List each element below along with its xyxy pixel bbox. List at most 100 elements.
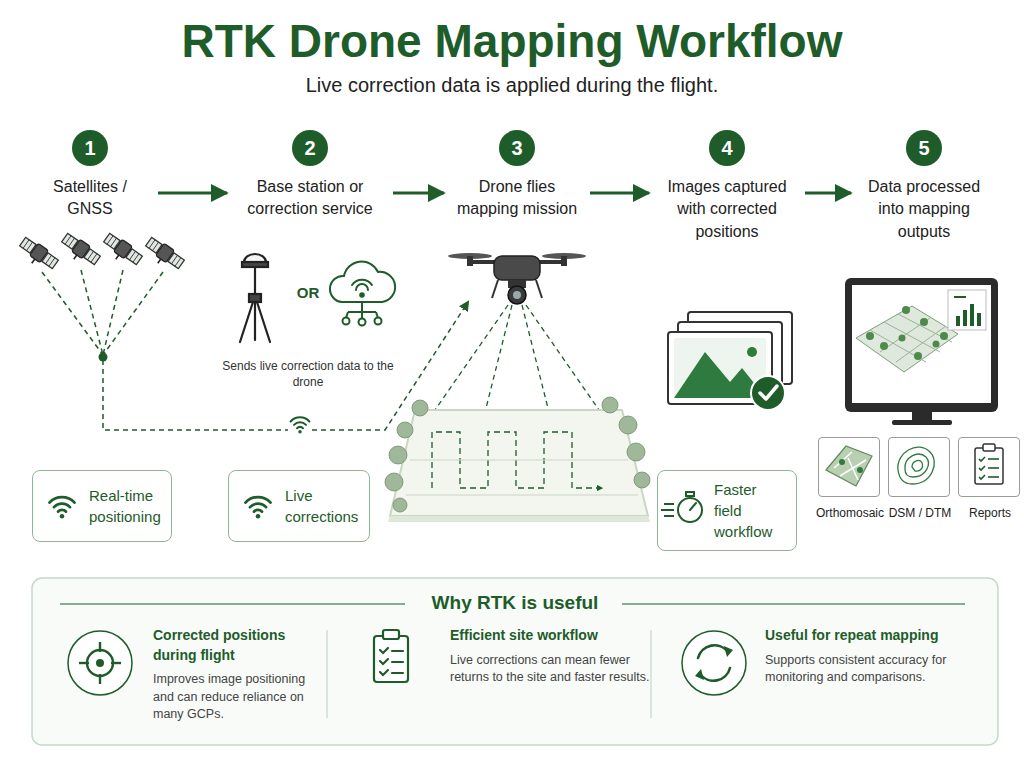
survey-field-part <box>390 410 648 516</box>
pill-icons-part <box>49 497 74 518</box>
base-station-tripod-part <box>240 302 253 342</box>
drone-part <box>492 280 498 298</box>
benefits-panel-part <box>650 630 651 718</box>
monitor-part <box>892 420 952 425</box>
signal-lines-part <box>81 270 103 355</box>
benefits-panel-part <box>79 642 121 684</box>
drone-part <box>513 291 521 299</box>
signal-lines-part <box>103 302 468 430</box>
benefits-panel-part <box>622 603 965 604</box>
benefit-body: Supports consistent accuracy for monitor… <box>765 652 980 687</box>
monitor-part-part <box>940 332 948 340</box>
panel-title: Why RTK is useful <box>32 592 998 614</box>
pill-icons-part <box>245 497 270 518</box>
benefits-panel-part <box>724 646 733 657</box>
survey-field-part-part <box>627 443 645 461</box>
benefit-item: Efficient site workflowLive corrections … <box>450 626 665 687</box>
output-icons-part-part <box>988 467 999 469</box>
benefits-panel-part-part <box>392 650 403 652</box>
drone-part <box>467 256 473 266</box>
correction-cloud-part <box>376 312 378 318</box>
feature-pill: Real-time positioning <box>32 470 172 542</box>
monitor-part <box>956 304 981 326</box>
signal-lines-part <box>103 270 123 355</box>
output-label: Orthomosaic <box>797 506 903 520</box>
flow-arrow <box>393 192 444 195</box>
feature-pill: Faster field workflow <box>657 470 797 551</box>
monitor <box>845 278 998 425</box>
drone-survey-lines-part <box>428 305 508 420</box>
benefits-panel-part-part <box>698 645 728 658</box>
flow-arrow <box>158 192 227 195</box>
signal-lines-part <box>42 272 103 355</box>
captured-images <box>668 312 792 410</box>
drone-part <box>561 256 567 266</box>
diagram-title: RTK Drone Mapping Workflow <box>0 14 1024 68</box>
benefit-heading: Efficient site workflow <box>450 626 665 646</box>
survey-field-part <box>388 516 650 522</box>
benefit-heading: Useful for repeat mapping <box>765 626 980 646</box>
benefits-panel-part-part <box>380 648 388 675</box>
monitor-part-part <box>880 342 888 350</box>
survey-field-part-part <box>397 422 413 438</box>
base-station-tripod-part <box>244 254 266 262</box>
monitor-part-part <box>899 335 906 342</box>
base-station-tripod-part <box>249 294 261 302</box>
drone-part <box>536 280 542 298</box>
survey-field-part-part <box>389 446 407 464</box>
satellites-part <box>15 236 59 275</box>
correction-cloud-part <box>343 318 350 325</box>
signal-lines <box>42 270 468 430</box>
benefits-panel-part <box>68 631 132 695</box>
survey-field-part-part <box>634 472 650 488</box>
benefits-panel-part <box>374 636 408 682</box>
step-node: 1Satellites / GNSS <box>30 130 150 221</box>
output-icons-part-part <box>912 460 923 471</box>
output-icons-part <box>975 448 1003 484</box>
output-label: DSM / DTM <box>867 506 973 520</box>
benefits-panel-part <box>326 630 327 718</box>
step-number: 5 <box>906 130 942 166</box>
drone-survey-lines-part <box>526 305 606 420</box>
captured-images-part <box>747 347 757 357</box>
step-number: 1 <box>72 130 108 166</box>
benefits-panel-part-part <box>99 674 101 684</box>
pill-icons-part-part <box>661 509 674 511</box>
benefit-body: Improves image positioning and can reduc… <box>153 671 323 724</box>
output-icons-part <box>839 459 845 465</box>
output-icons-part-part <box>979 457 985 479</box>
satellites-part <box>141 236 185 275</box>
benefit-heading: Corrected positions during flight <box>153 626 323 665</box>
step-node: 3Drone flies mapping mission <box>452 130 582 221</box>
pill-text: Real-time positioning <box>89 485 163 527</box>
correction-cloud-part <box>330 262 395 302</box>
captured-images-part <box>760 386 777 399</box>
pill-icons-part-part <box>678 498 702 522</box>
step-heading: Satellites / GNSS <box>30 176 150 221</box>
output-label: Reports <box>937 506 1024 520</box>
correction-cloud-part <box>361 302 363 318</box>
monitor-part-part <box>866 332 874 340</box>
output-icons-part <box>898 447 934 484</box>
drone <box>448 253 586 304</box>
benefits-panel-part <box>698 645 730 680</box>
subtitle: Live correction data is applied during t… <box>112 72 912 99</box>
survey-field-part-part <box>393 498 407 512</box>
monitor-part-part <box>970 304 974 326</box>
output-thumbnail: Reports <box>958 437 1020 497</box>
or-label: OR <box>288 283 328 303</box>
survey-field-part-part <box>410 460 628 461</box>
monitor-part-part <box>920 318 928 326</box>
benefits-panel-part <box>682 631 746 695</box>
survey-field-part-part <box>602 397 618 413</box>
pill-icons-part-part <box>686 492 694 496</box>
benefits-panel: Why RTK is usefulCorrected positions dur… <box>32 578 998 745</box>
link-wifi-icon-part <box>291 417 310 433</box>
step-number: 3 <box>499 130 535 166</box>
step-heading: Data processed into mapping outputs <box>859 176 989 243</box>
correction-cloud-part <box>346 312 348 318</box>
output-icons-part <box>826 446 872 486</box>
link-wifi-icon-part <box>288 414 312 436</box>
monitor-part <box>856 306 958 372</box>
output-icons <box>826 444 1003 486</box>
